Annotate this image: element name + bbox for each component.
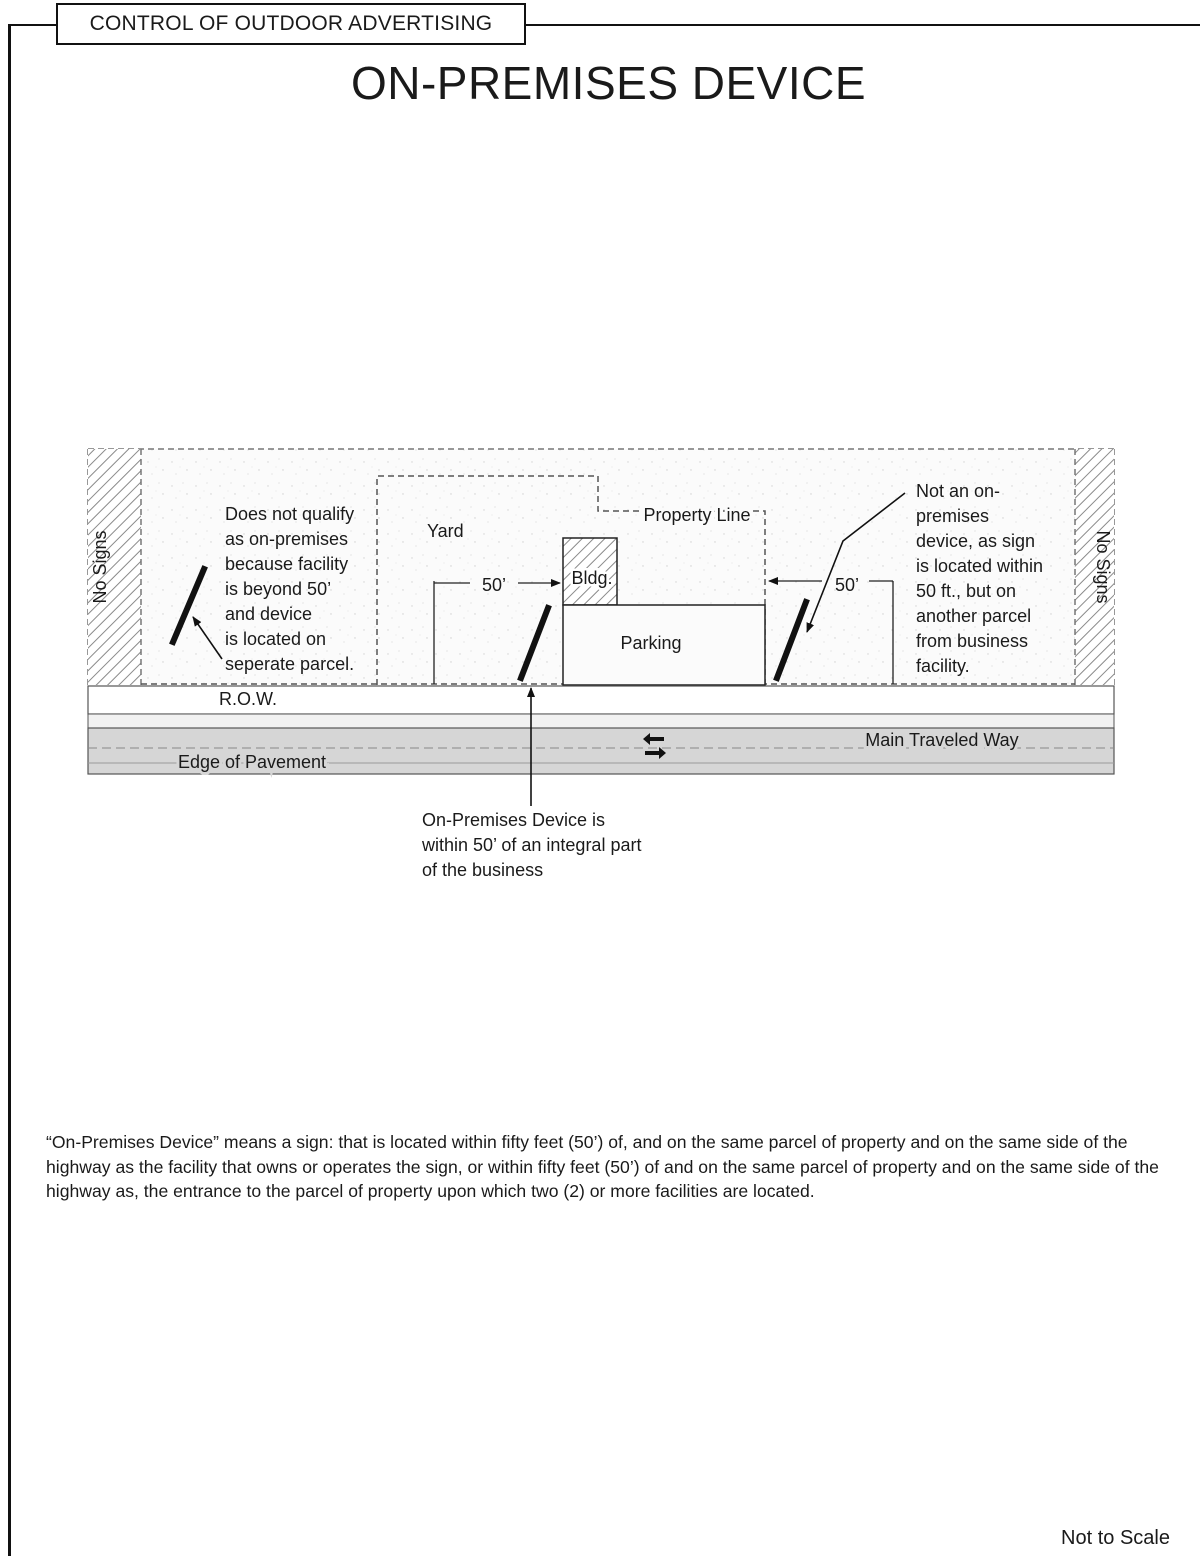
edge-of-pavement-label: Edge of Pavement	[178, 752, 326, 772]
dimension-right-label: 50’	[835, 575, 859, 595]
right-of-way	[87, 685, 1115, 715]
on-premises-diagram: No Signs No Signs Property Line Yard Bld…	[87, 448, 1115, 880]
property-line-label: Property Line	[643, 505, 750, 525]
left-note-line-3: because facility	[225, 554, 348, 574]
frame-top-right-border	[526, 24, 1200, 26]
frame-top-left-border	[8, 24, 58, 26]
road-shoulder	[87, 713, 1115, 729]
two-way-traffic-icon	[643, 733, 666, 759]
left-note-pointer	[192, 616, 223, 660]
right-note-line-1: Not an on-	[916, 481, 1000, 501]
left-note-line-7: seperate parcel.	[225, 654, 354, 674]
no-signs-right-zone	[1075, 449, 1114, 685]
right-note-line-7: from business	[916, 631, 1028, 651]
parking-label: Parking	[620, 633, 681, 653]
bottom-note-line-1: On-Premises Device is	[422, 810, 605, 830]
right-note: Not an on- premises device, as sign is l…	[916, 481, 1043, 676]
left-note-line-2: as on-premises	[225, 529, 348, 549]
left-note-line-5: and device	[225, 604, 312, 624]
dimension-left-label: 50’	[482, 575, 506, 595]
no-signs-right-label: No Signs	[1093, 530, 1113, 603]
left-note-line-6: is located on	[225, 629, 326, 649]
building	[562, 537, 618, 606]
parking-lot	[562, 604, 766, 686]
building-label: Bldg.	[571, 568, 612, 588]
right-note-line-3: device, as sign	[916, 531, 1035, 551]
no-signs-left-label: No Signs	[90, 530, 110, 603]
main-traveled-way-label: Main Traveled Way	[865, 730, 1018, 750]
row-label: R.O.W.	[219, 689, 277, 709]
page-title: ON-PREMISES DEVICE	[350, 57, 867, 109]
property-line-boundary	[376, 475, 766, 685]
left-note: Does not qualify as on-premises because …	[225, 504, 354, 674]
right-note-line-2: premises	[916, 506, 989, 526]
sign-left-separate-parcel	[169, 565, 208, 646]
section-label: CONTROL OF OUTDOOR ADVERTISING	[56, 3, 526, 45]
frame-left-border	[8, 24, 11, 1556]
right-note-line-4: is located within	[916, 556, 1043, 576]
bottom-note-line-3: of the business	[422, 860, 543, 880]
left-note-line-1: Does not qualify	[225, 504, 354, 524]
on-premises-definition: “On-Premises Device” means a sign: that …	[46, 1132, 1159, 1201]
bottom-note-line-2: within 50’ of an integral part	[421, 835, 641, 855]
scale-note: Not to Scale	[1061, 1527, 1170, 1549]
right-note-line-8: facility.	[916, 656, 970, 676]
right-note-pointer	[806, 492, 906, 633]
left-note-line-4: is beyond 50’	[225, 579, 331, 599]
right-note-line-6: another parcel	[916, 606, 1031, 626]
right-note-line-5: 50 ft., but on	[916, 581, 1016, 601]
bottom-note: On-Premises Device is within 50’ of an i…	[421, 810, 641, 880]
sign-right-other-parcel	[773, 598, 810, 682]
yard-label: Yard	[427, 521, 464, 541]
main-traveled-way	[87, 727, 1115, 775]
no-signs-left-zone	[88, 449, 141, 685]
sign-on-premises	[517, 604, 552, 682]
